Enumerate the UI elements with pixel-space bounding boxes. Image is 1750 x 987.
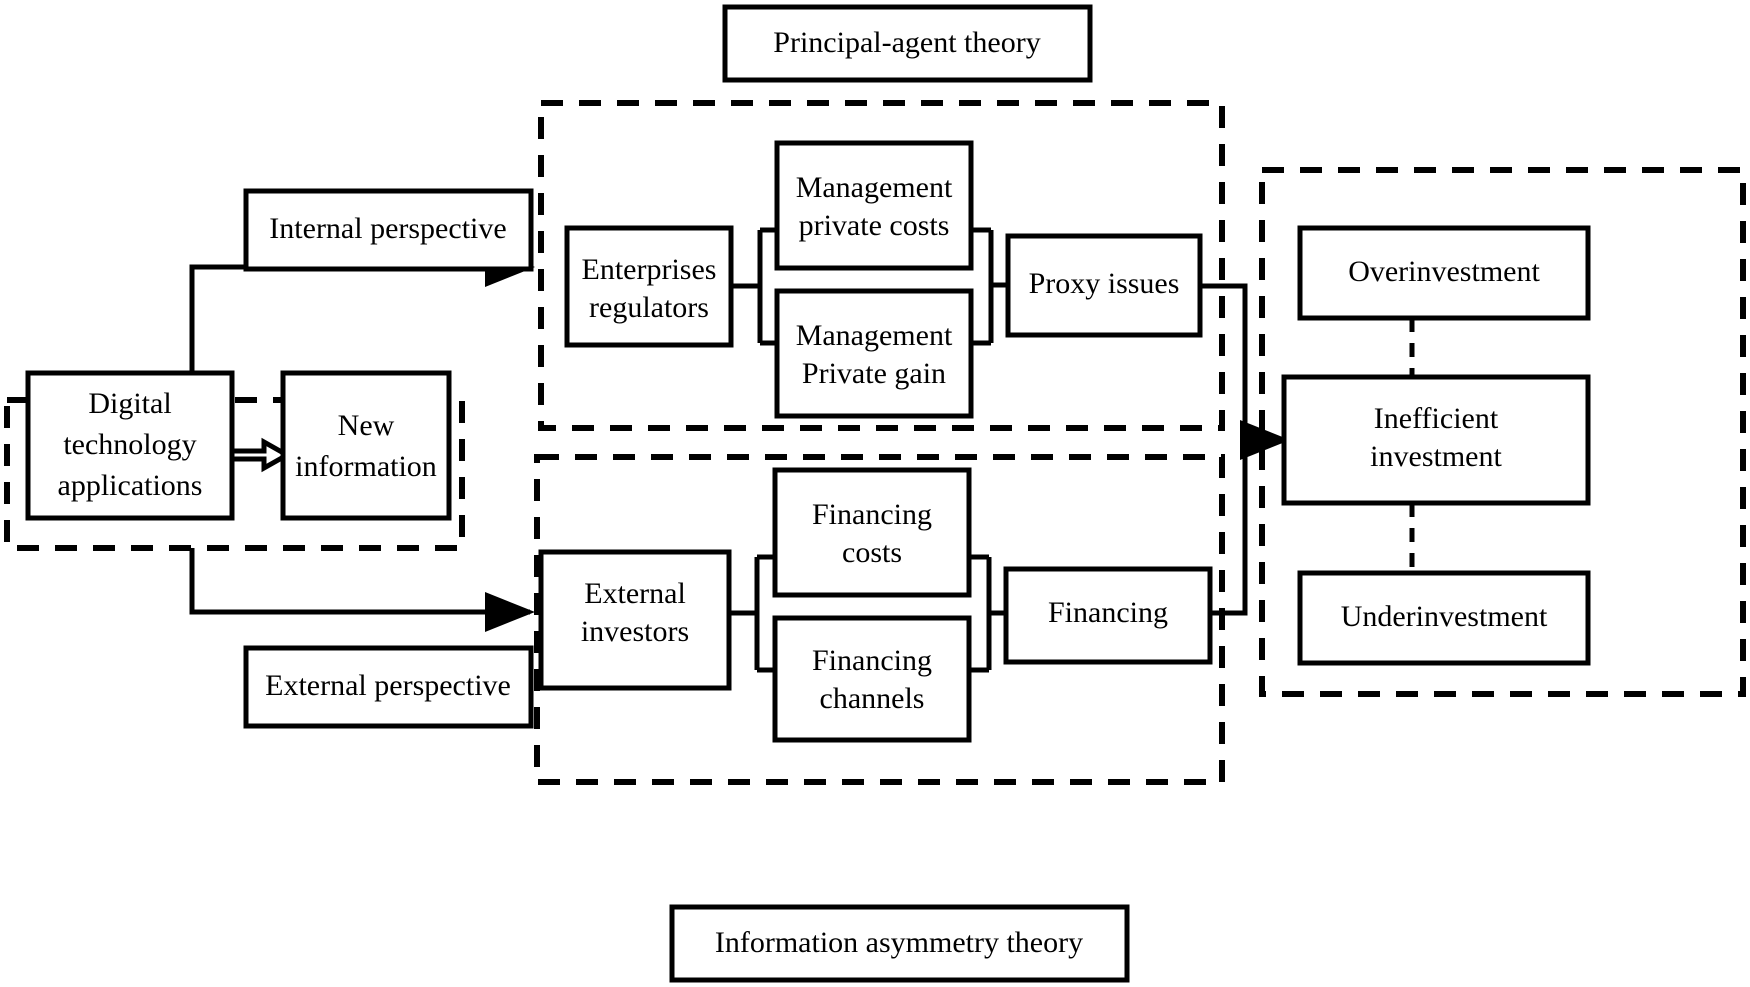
node-external-perspective[interactable] xyxy=(243,645,534,729)
label-financing-channels-line1: Financing xyxy=(812,644,932,677)
label-digital-technology-line3: applications xyxy=(58,469,203,502)
label-financing-costs-line1: Financing xyxy=(812,498,932,531)
node-financing-costs[interactable] xyxy=(772,467,972,598)
connector-proxy-to-merge xyxy=(1200,283,1248,440)
label-management-private-costs-line2: private costs xyxy=(799,209,950,242)
node-information-asymmetry-theory[interactable] xyxy=(669,904,1130,983)
label-management-private-gain-line1: Management xyxy=(796,319,953,352)
node-overinvestment[interactable] xyxy=(1297,225,1591,321)
label-information-asymmetry-theory: Information asymmetry theory xyxy=(715,926,1083,959)
node-external-investors[interactable] xyxy=(538,549,732,691)
label-new-information-line2: information xyxy=(295,450,437,483)
connector-source-to-investors xyxy=(189,548,535,632)
node-financing-channels[interactable] xyxy=(772,615,972,743)
node-new-information[interactable] xyxy=(280,370,452,521)
node-inefficient-investment[interactable] xyxy=(1281,374,1591,506)
node-proxy-issues[interactable] xyxy=(1005,233,1203,338)
arrow-digital-to-newinfo xyxy=(228,437,293,473)
label-underinvestment: Underinvestment xyxy=(1341,600,1548,633)
label-inefficient-investment-line2: investment xyxy=(1370,440,1502,473)
connector-financing-to-merge xyxy=(1210,440,1248,616)
label-financing: Financing xyxy=(1048,596,1168,629)
label-overinvestment: Overinvestment xyxy=(1348,255,1540,288)
node-underinvestment[interactable] xyxy=(1297,570,1591,666)
label-external-perspective: External perspective xyxy=(265,669,511,702)
label-enterprises-regulators-line2: regulators xyxy=(589,291,709,324)
node-internal-perspective[interactable] xyxy=(243,188,534,272)
label-internal-perspective: Internal perspective xyxy=(269,212,506,245)
node-management-private-gain[interactable] xyxy=(774,288,974,419)
group-principal-agent-dashed xyxy=(538,100,1225,431)
label-inefficient-investment-line1: Inefficient xyxy=(1374,402,1499,435)
node-financing[interactable] xyxy=(1003,566,1213,665)
label-principal-agent-theory: Principal-agent theory xyxy=(773,26,1040,59)
group-information-asymmetry-dashed xyxy=(534,454,1225,785)
node-enterprises-regulators[interactable] xyxy=(564,225,734,348)
node-digital-technology-applications[interactable] xyxy=(25,370,235,521)
label-digital-technology-line1: Digital xyxy=(88,387,171,420)
label-proxy-issues: Proxy issues xyxy=(1029,267,1180,300)
node-principal-agent-theory[interactable] xyxy=(722,4,1093,83)
label-new-information-line1: New xyxy=(338,409,395,442)
label-external-investors-line2: investors xyxy=(581,615,689,648)
label-management-private-gain-line2: Private gain xyxy=(802,357,946,390)
label-financing-channels-line2: channels xyxy=(820,682,925,715)
label-enterprises-regulators-line1: Enterprises xyxy=(582,253,717,286)
label-digital-technology-line2: technology xyxy=(63,428,196,461)
node-management-private-costs[interactable] xyxy=(774,140,974,271)
label-external-investors-line1: External xyxy=(584,577,686,610)
label-financing-costs-line2: costs xyxy=(842,536,902,569)
label-management-private-costs-line1: Management xyxy=(796,171,953,204)
